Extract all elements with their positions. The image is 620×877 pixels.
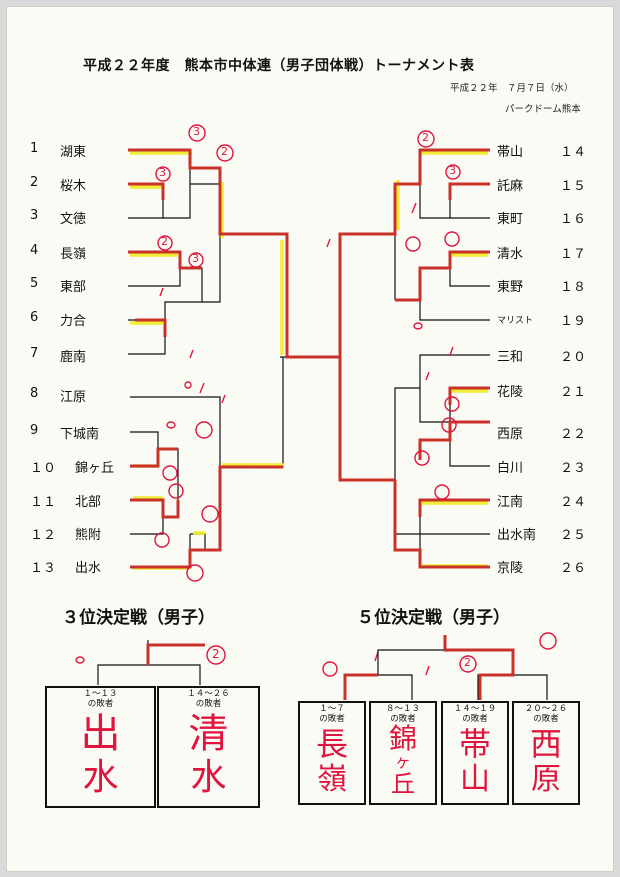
- right-seed-number: １９: [560, 314, 587, 329]
- left-team-name: 錦ヶ丘: [75, 461, 115, 476]
- left-team-name: 出水: [75, 561, 102, 576]
- right-team-name: マリスト: [497, 316, 534, 326]
- right-team-name: 東野: [497, 280, 524, 295]
- right-team-name: 出水南: [497, 528, 537, 543]
- left-seed-number: 5: [30, 276, 39, 291]
- handwritten-team: 水: [190, 757, 227, 798]
- left-team-name: 江原: [60, 390, 87, 405]
- handwritten-team: 嶺: [317, 762, 347, 797]
- right-team-name: 東町: [497, 212, 524, 227]
- right-seed-number: １６: [560, 212, 587, 227]
- right-team-name: 清水: [497, 247, 524, 262]
- score-mark: 2: [464, 656, 471, 669]
- left-seed-number: 2: [30, 175, 39, 190]
- left-team-name: 文徳: [60, 212, 87, 227]
- right-seed-number: ２１: [560, 385, 587, 400]
- score-mark: 2: [212, 647, 220, 661]
- right-team-name: 白川: [497, 461, 524, 476]
- right-team-name: 帯山: [497, 145, 524, 160]
- right-seed-number: １５: [560, 179, 587, 194]
- score-mark: 2: [221, 145, 228, 158]
- score-mark: 3: [192, 252, 199, 265]
- left-team-name: 熊附: [75, 528, 102, 543]
- left-team-name: 力合: [60, 314, 87, 329]
- left-team-name: 鹿南: [60, 350, 87, 365]
- left-seed-number: １３: [30, 561, 57, 576]
- fifth-place-winner-path: [343, 635, 515, 700]
- score-mark: 3: [159, 166, 166, 179]
- score-mark: 2: [422, 131, 429, 144]
- handwritten-team: 水: [82, 757, 119, 798]
- left-team-name: 桜木: [60, 179, 87, 194]
- right-team-name: 花陵: [497, 385, 524, 400]
- left-seed-number: 9: [30, 423, 39, 438]
- right-team-name: 江南: [497, 495, 524, 510]
- right-seed-number: １８: [560, 280, 587, 295]
- left-seed-number: １２: [30, 528, 57, 543]
- right-team-name: 三和: [497, 350, 524, 365]
- handwritten-team: 出: [80, 711, 121, 757]
- left-seed-number: 3: [30, 208, 39, 223]
- right-team-name: 京陵: [497, 561, 524, 576]
- left-team-name: 北部: [75, 495, 102, 510]
- right-seed-number: ２３: [560, 461, 587, 476]
- left-team-name: 長嶺: [60, 247, 87, 262]
- handwritten-team: 丘: [391, 770, 415, 798]
- left-seed-number: 1: [30, 141, 39, 156]
- left-seed-number: １０: [30, 461, 57, 476]
- right-seed-number: ２５: [560, 528, 587, 543]
- handwritten-team: 清: [188, 711, 229, 757]
- event-date: 平成２２年 ７月７日（水）: [450, 83, 574, 94]
- fifth-place-title: ５位決定戦（男子）: [357, 608, 510, 628]
- left-team-name: 湖東: [60, 145, 87, 160]
- right-seed-number: ２２: [560, 427, 587, 442]
- left-seed-number: 4: [30, 243, 39, 258]
- right-team-name: 西原: [497, 427, 524, 442]
- right-seed-number: ２４: [560, 495, 587, 510]
- page-title: 平成２２年度 熊本市中体連（男子団体戦）トーナメント表: [83, 58, 475, 74]
- third-place-title: ３位決定戦（男子）: [62, 608, 215, 628]
- handwritten-scores: [154, 124, 557, 677]
- score-mark: 2: [161, 235, 168, 248]
- right-seed-number: １７: [560, 247, 587, 262]
- score-mark: 3: [193, 125, 200, 138]
- handwritten-team: 長: [315, 725, 348, 763]
- left-team-name: 東部: [60, 280, 87, 295]
- left-team-name: 下城南: [60, 427, 100, 442]
- left-seed-number: 6: [30, 310, 39, 325]
- left-seed-number: １１: [30, 495, 57, 510]
- left-bracket-base: [128, 149, 288, 568]
- handwritten-team: 山: [460, 762, 490, 797]
- handwritten-loss-marks: [75, 202, 454, 676]
- score-mark: 3: [449, 164, 456, 177]
- left-seed-number: 8: [30, 386, 39, 401]
- event-venue: パークドーム熊本: [505, 104, 581, 115]
- right-team-name: 託麻: [497, 179, 524, 194]
- handwritten-team: 帯: [458, 725, 491, 763]
- handwritten-team: ヶ: [394, 752, 411, 771]
- right-seed-number: ２６: [560, 561, 587, 576]
- left-seed-number: 7: [30, 346, 39, 361]
- third-place-winner-path: [146, 643, 205, 665]
- handwritten-team: 西: [529, 725, 562, 763]
- highlight-strokes: [130, 151, 488, 570]
- handwritten-team: 錦: [388, 722, 417, 755]
- handwritten-team: 原: [531, 762, 561, 797]
- right-seed-number: １４: [560, 145, 587, 160]
- right-seed-number: ２０: [560, 350, 587, 365]
- winner-paths: [128, 148, 490, 569]
